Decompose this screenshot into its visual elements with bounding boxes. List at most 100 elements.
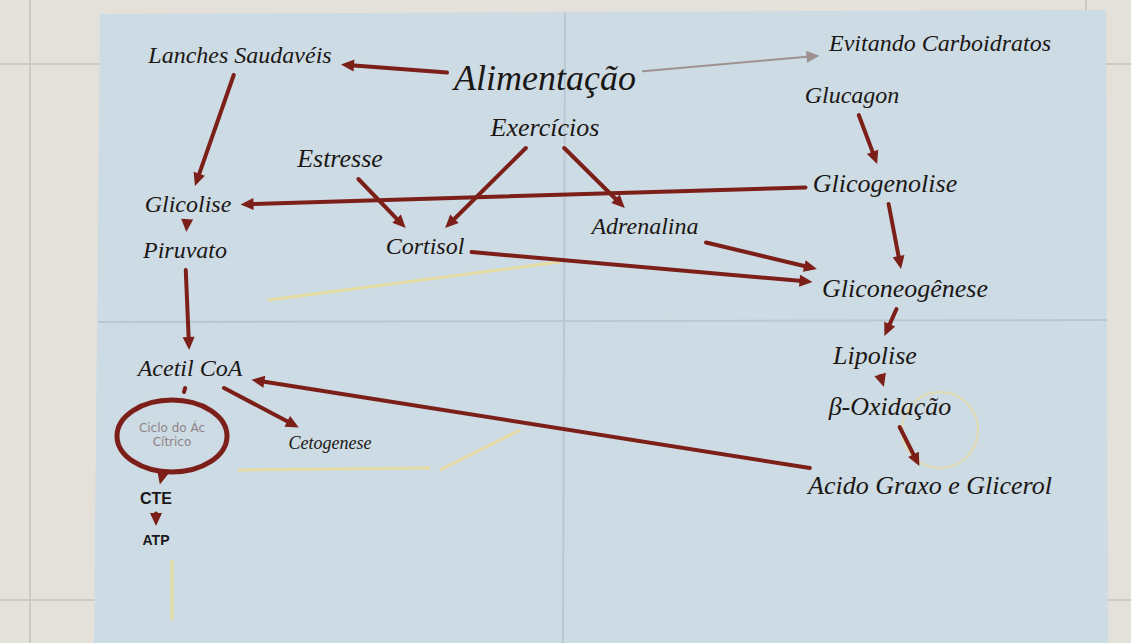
arrow-connector	[252, 376, 810, 468]
arrow-connector	[184, 388, 185, 392]
concept-label: Evitando Carboidratos	[829, 30, 1051, 58]
connector-line	[186, 270, 189, 340]
connector-line	[643, 57, 810, 72]
arrow-head	[803, 260, 817, 272]
concept-node: Cetogenese	[285, 433, 376, 456]
concept-label: CTE	[140, 490, 172, 508]
concept-label: Cortisol	[386, 233, 465, 261]
concept-label: β-Oxidação	[829, 392, 952, 422]
arrow-connector	[445, 148, 526, 228]
concept-label: Lipolise	[833, 341, 917, 371]
concept-node: β-Oxidação	[825, 392, 956, 424]
connector-line	[889, 204, 900, 259]
connector-line	[472, 252, 803, 281]
arrow-connector	[859, 115, 878, 164]
arrow-head	[341, 60, 354, 72]
concept-node: ATP	[139, 531, 174, 551]
connector-line	[358, 179, 398, 221]
concept-label: Glicolise	[145, 191, 232, 219]
arrow-head	[908, 452, 919, 466]
arrow-connector	[341, 60, 447, 73]
pencil-trace	[440, 430, 520, 470]
connector-line	[351, 65, 447, 72]
arrow-connector	[194, 75, 234, 186]
concept-label: Adrenalina	[591, 213, 698, 241]
arrow-head	[893, 255, 905, 269]
arrow-head	[445, 215, 458, 228]
concept-node: Gliconeogênese	[818, 274, 993, 306]
connector-line	[198, 75, 233, 177]
arrow-connector	[183, 270, 195, 350]
pencil-trace	[238, 468, 430, 470]
arrow-head	[392, 214, 405, 228]
arrow-connector	[564, 148, 625, 208]
concept-node: Exercícios	[487, 113, 604, 145]
cycle-circle: Ciclo do Ác Cítrico	[114, 397, 230, 475]
connector-line	[706, 243, 807, 267]
concept-node: Glucagon	[801, 82, 904, 112]
arrow-connector	[241, 187, 806, 210]
paper-sheet	[94, 10, 1108, 643]
arrow-head	[181, 219, 193, 232]
concept-label: Acetil CoA	[138, 355, 243, 383]
paper-fold	[98, 320, 1107, 322]
arrow-head	[284, 416, 298, 427]
concept-node: Piruvato	[139, 237, 231, 267]
arrow-connector	[181, 219, 193, 232]
concept-label: Estresse	[297, 144, 383, 174]
concept-label: Cetogenese	[289, 433, 372, 454]
concept-label: Glucagon	[805, 82, 900, 110]
arrow-head	[867, 150, 878, 164]
concept-node: Lipolise	[829, 341, 921, 373]
concept-label: ATP	[143, 532, 170, 548]
concept-node: CTE	[136, 490, 176, 511]
arrow-connector	[358, 179, 405, 228]
concept-node: Cortisol	[382, 233, 469, 263]
pencil-trace	[268, 262, 560, 300]
arrow-head	[252, 376, 266, 388]
concept-node: Adrenalina	[587, 213, 703, 243]
concept-node: Estresse	[293, 144, 387, 176]
connector-line	[452, 148, 526, 221]
concept-node: Evitando Carboidratos	[825, 30, 1056, 60]
arrow-connector	[889, 204, 905, 269]
arrow-connector	[224, 388, 299, 428]
arrow-head	[884, 322, 895, 336]
arrow-head	[183, 337, 195, 350]
arrow-head	[799, 275, 812, 287]
cycle-label: Ciclo do Ác Cítrico	[130, 422, 214, 450]
concept-label: Lanches Saudavéis	[148, 42, 331, 70]
pencil-trace	[171, 560, 174, 620]
arrow-head	[194, 172, 205, 186]
concept-label: Exercícios	[491, 113, 600, 143]
connector-line	[564, 148, 617, 201]
concept-node: Glicolise	[141, 191, 236, 221]
paper-fold	[563, 12, 565, 643]
connector-line	[184, 388, 185, 392]
arrow-connector	[150, 513, 162, 526]
arrow-connector	[706, 243, 817, 272]
circle-outline	[117, 400, 227, 472]
concept-label: Glicogenolise	[813, 169, 957, 199]
connector-line	[900, 427, 915, 457]
arrow-connector	[900, 427, 920, 466]
concept-node: Acetil CoA	[134, 355, 247, 385]
arrow-head	[241, 198, 254, 210]
concept-node: Lanches Saudavéis	[144, 42, 336, 72]
concept-label: Piruvato	[143, 237, 227, 265]
arrow-connector	[884, 309, 896, 336]
connector-line	[250, 187, 805, 204]
connector-line	[859, 115, 874, 155]
concept-label: Alimentação	[454, 58, 636, 99]
connector-line	[261, 381, 809, 468]
concept-node: Alimentação	[450, 58, 640, 102]
tile-grout	[29, 0, 31, 643]
concept-label: Gliconeogênese	[822, 274, 988, 304]
concept-label: Acido Graxo e Glicerol	[808, 471, 1052, 501]
arrow-connector	[472, 252, 813, 287]
concept-node: Glicogenolise	[809, 169, 962, 201]
concept-node: Acido Graxo e Glicerol	[804, 471, 1056, 503]
arrow-connector	[643, 51, 820, 71]
